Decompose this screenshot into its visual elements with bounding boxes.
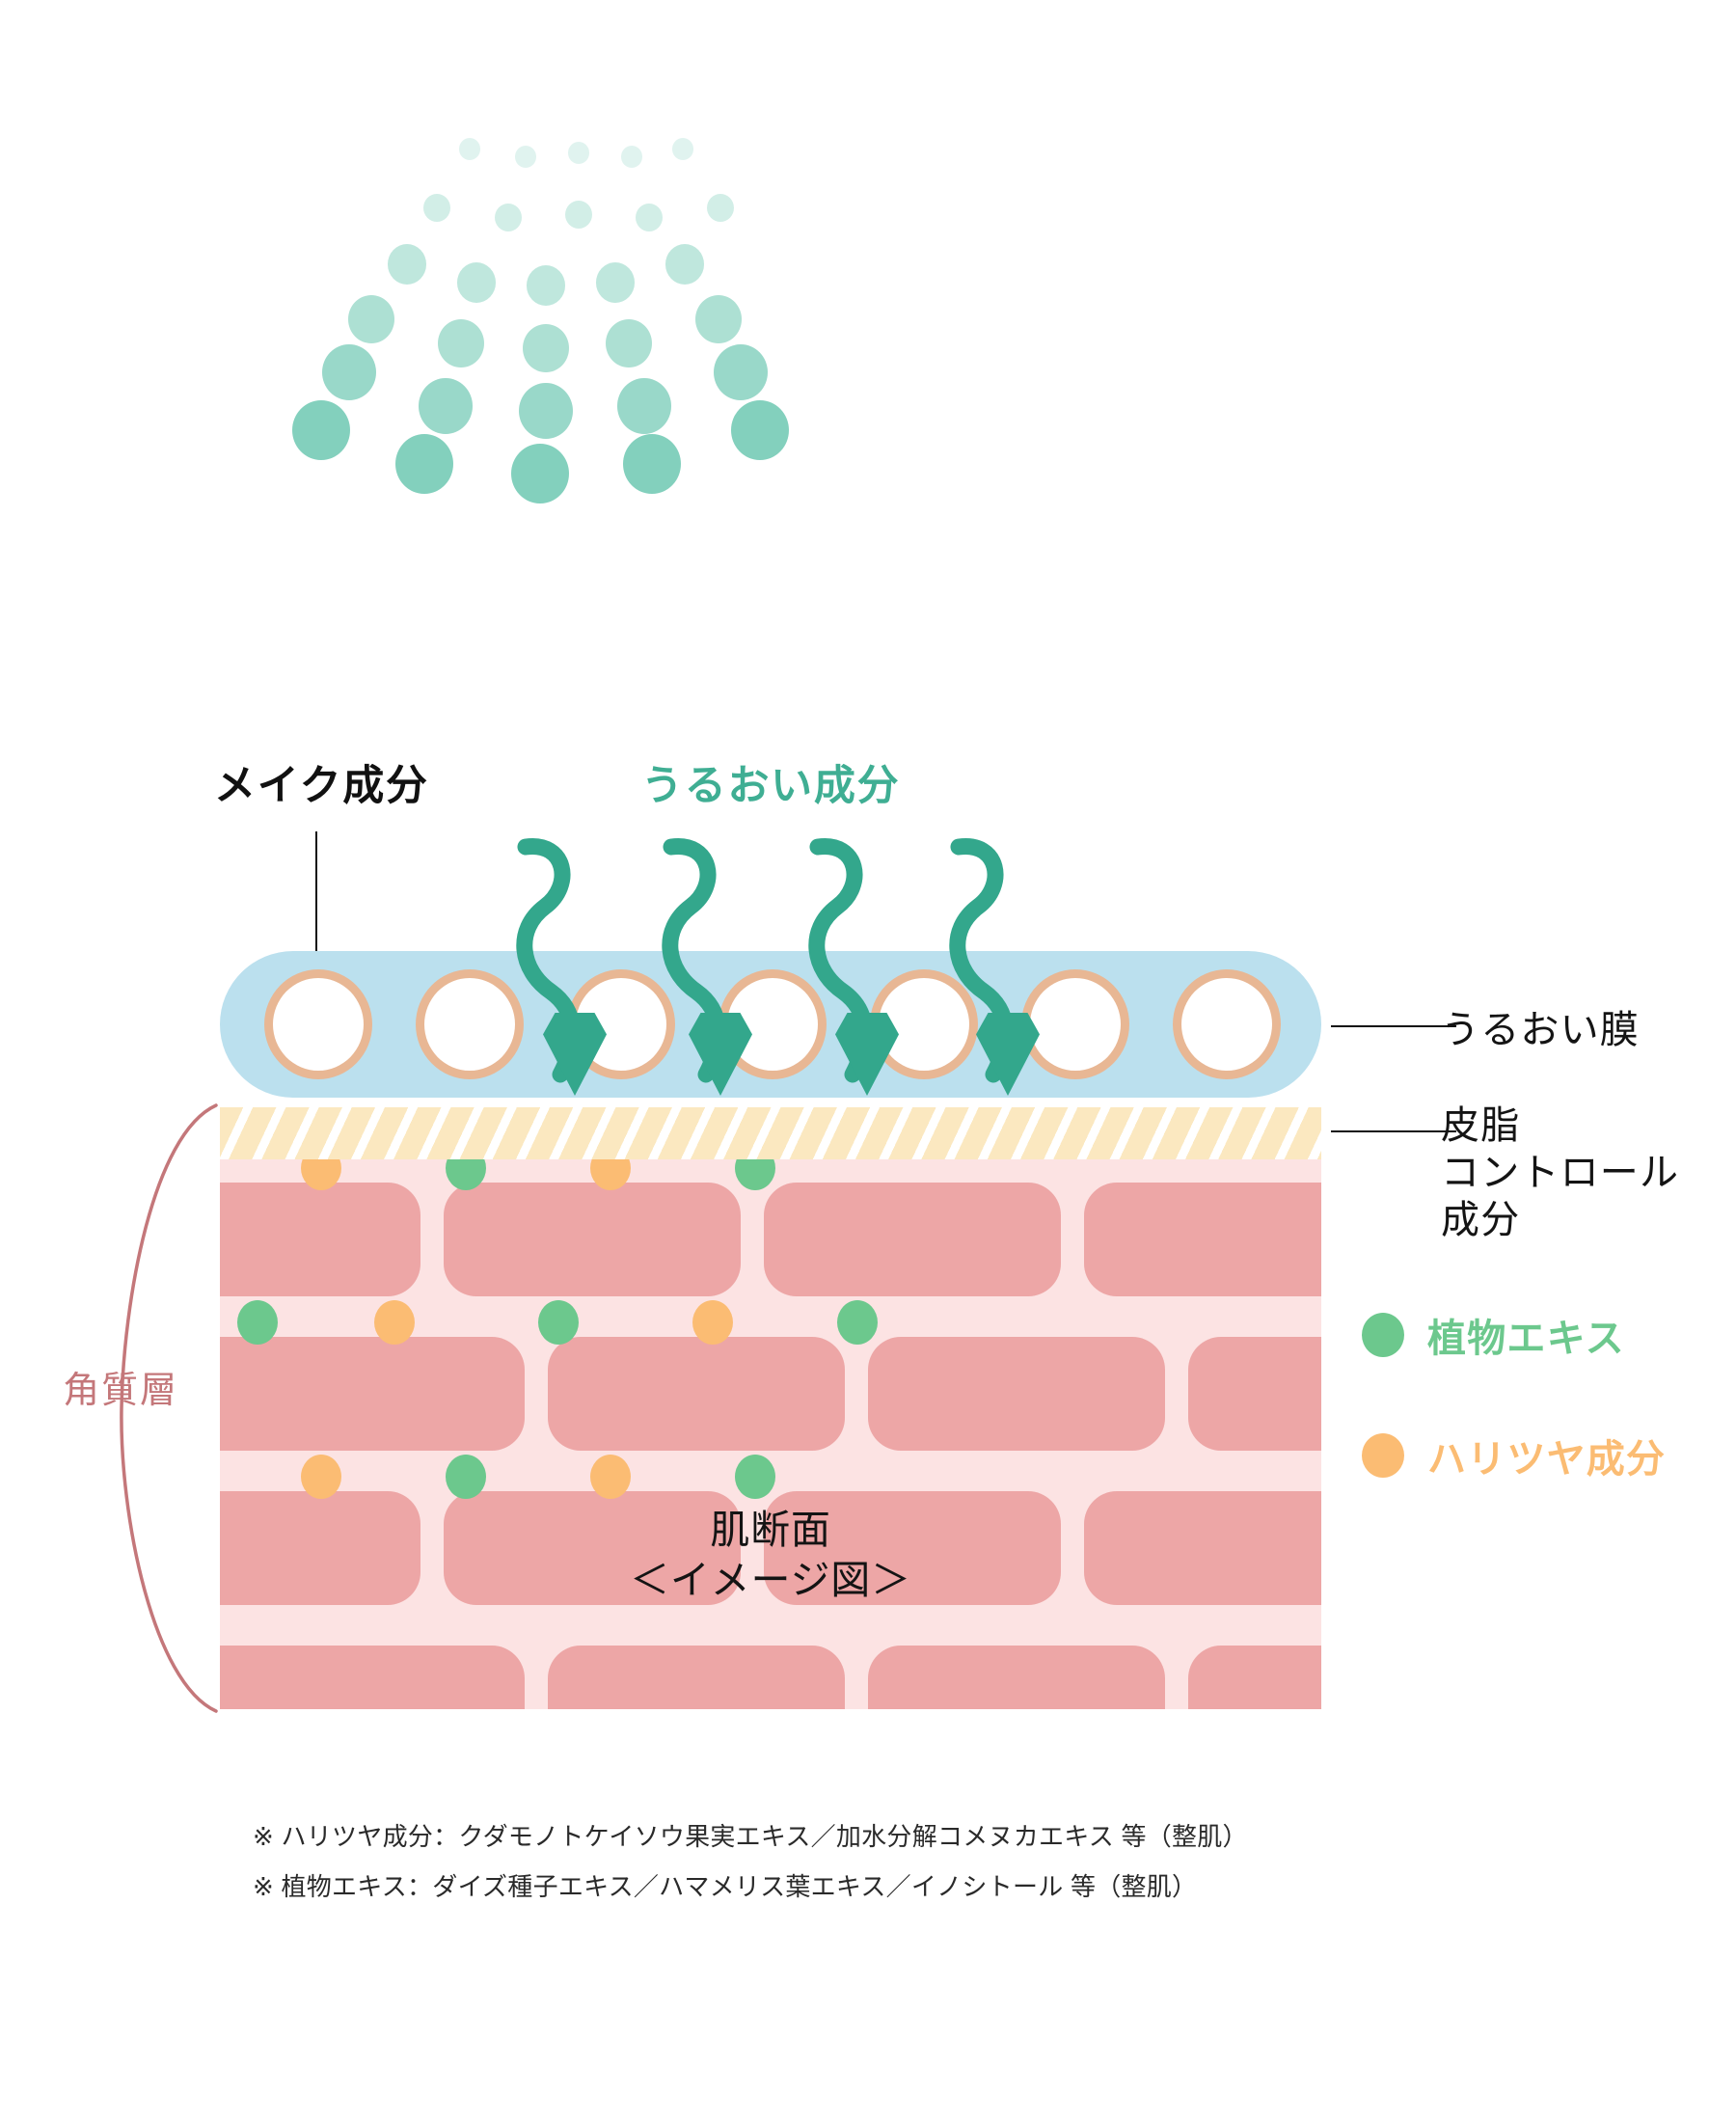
plant-extract-swatch-icon: [1362, 1313, 1404, 1357]
mist-dot: [695, 295, 742, 343]
mist-dot: [511, 444, 569, 504]
mist-dot: [565, 201, 592, 230]
plant-extract-dot: [735, 1455, 775, 1499]
makeup-particle: [1173, 969, 1281, 1079]
mist-dot: [527, 265, 565, 306]
mist-dot: [459, 138, 480, 160]
mist-dot: [596, 262, 635, 303]
corneocyte-brick: [548, 1337, 845, 1451]
corneum-bracket-icon: [120, 1103, 218, 1713]
mist-dot: [714, 344, 768, 401]
mist-dot: [731, 400, 789, 461]
makeup-particle: [264, 969, 372, 1079]
corneocyte-brick: [1084, 1183, 1321, 1296]
plant-extract-dot: [446, 1455, 486, 1499]
skin-cross-section-caption: 肌断面＜イメージ図＞: [630, 1508, 911, 1603]
makeup-pointer-line: [315, 831, 317, 1029]
legend-item-firmness: ハリツヤ成分: [1362, 1428, 1666, 1483]
corneocyte-brick: [764, 1491, 1061, 1605]
mist-dot: [621, 146, 642, 168]
plant-extract-dot: [237, 1300, 278, 1345]
firmness-ingredient-dot: [692, 1300, 733, 1345]
legend-item-plant-extract: 植物エキス: [1362, 1307, 1625, 1363]
legend-label-firmness: ハリツヤ成分: [1427, 1438, 1667, 1481]
corneocyte-brick: [220, 1337, 525, 1451]
mist-dot: [672, 138, 693, 160]
mist-dot: [523, 324, 569, 372]
mist-dot: [665, 244, 704, 285]
sebum-control-callout-label: 皮脂コントロール成分: [1441, 1104, 1680, 1241]
sebum-control-leader-line: [1331, 1130, 1456, 1132]
mist-dot: [623, 434, 681, 495]
corneocyte-brick: [220, 1183, 420, 1296]
firmness-ingredient-dot: [301, 1455, 341, 1499]
firmness-ingredient-dot: [374, 1300, 415, 1345]
footnote-line: ※ ハリツヤ成分：クダモノトケイソウ果実エキス／加水分解コメヌカエキス 等（整肌…: [253, 1822, 1248, 1851]
sebum-control-layer: [220, 1107, 1321, 1159]
corneocyte-brick: [868, 1337, 1165, 1451]
corneocyte-brick: [220, 1491, 420, 1605]
mist-dot: [457, 262, 496, 303]
mist-dot: [395, 434, 453, 495]
ingredient-mist-cloud: [0, 0, 1736, 733]
mist-dot: [438, 319, 484, 367]
mist-dot: [423, 194, 450, 223]
corneocyte-brick: [764, 1183, 1061, 1296]
moisture-film-leader-line: [1331, 1025, 1456, 1027]
makeup-particle: [1021, 969, 1129, 1079]
moisture-film-callout-label: うるおい膜: [1441, 1009, 1640, 1051]
skin-cross-section: [220, 1159, 1321, 1709]
corneocyte-brick: [1084, 1491, 1321, 1605]
mist-dot: [388, 244, 426, 285]
mist-dot: [606, 319, 652, 367]
legend-label-plant-extract: 植物エキス: [1427, 1318, 1625, 1360]
mist-dot: [292, 400, 350, 461]
corneocyte-brick: [444, 1491, 741, 1605]
corneocyte-brick: [444, 1183, 741, 1296]
mist-dot: [568, 142, 589, 164]
mist-dot: [515, 146, 536, 168]
footnote-line: ※ 植物エキス：ダイズ種子エキス／ハマメリス葉エキス／イノシトール 等（整肌）: [253, 1872, 1198, 1901]
plant-extract-dot: [837, 1300, 878, 1345]
corneocyte-brick: [1188, 1337, 1321, 1451]
makeup-particle: [416, 969, 524, 1079]
firmness-ingredient-dot: [590, 1455, 631, 1499]
corneocyte-brick: [868, 1646, 1165, 1709]
mist-dot: [348, 295, 394, 343]
mist-dot: [419, 378, 473, 435]
mist-dot: [519, 383, 573, 440]
mist-dot: [707, 194, 734, 223]
plant-extract-dot: [538, 1300, 579, 1345]
corneocyte-brick: [1188, 1646, 1321, 1709]
corneocyte-brick: [220, 1646, 525, 1709]
firmness-swatch-icon: [1362, 1433, 1404, 1478]
mist-dot: [495, 204, 522, 232]
mist-dot: [617, 378, 671, 435]
makeup-ingredient-label: メイク成分: [214, 763, 429, 809]
mist-dot: [636, 204, 663, 232]
moisture-ingredient-label: うるおい成分: [641, 763, 901, 809]
corneum-layer-label: 角質層: [63, 1371, 178, 1411]
mist-dot: [322, 344, 376, 401]
plant-extract-dot: [735, 1159, 775, 1190]
footnote-block: ※ ハリツヤ成分：クダモノトケイソウ果実エキス／加水分解コメヌカエキス 等（整肌…: [253, 1811, 1248, 1912]
corneocyte-brick: [548, 1646, 845, 1709]
